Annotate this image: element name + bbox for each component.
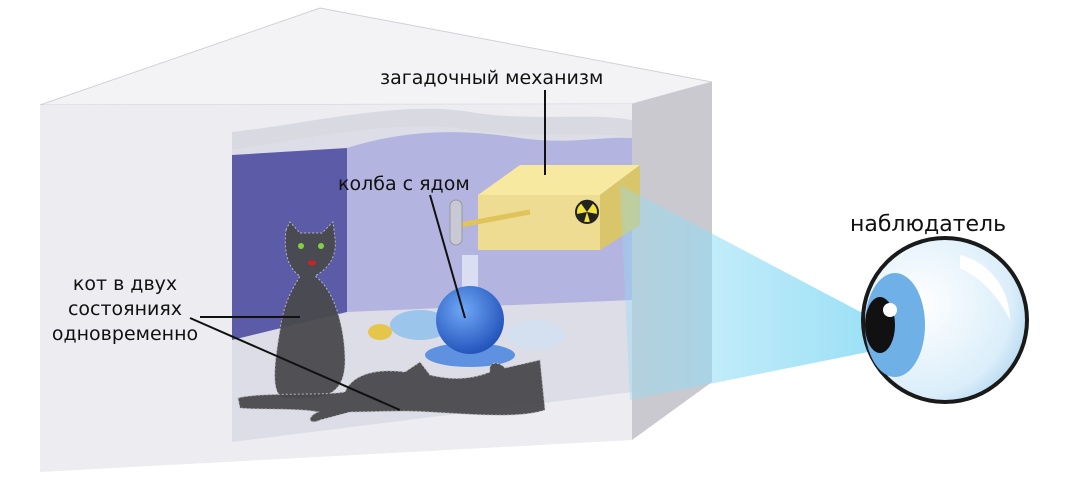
cat-label-line-1: кот в двух	[72, 273, 178, 295]
leader-lines	[189, 90, 546, 411]
observation-beam	[620, 185, 878, 400]
mechanism-label: загадочный механизм	[380, 67, 604, 89]
poison-flask	[390, 255, 565, 367]
cat-label: кот в двух состояниях одновременно	[40, 272, 210, 347]
flask-label: колба с ядом	[338, 173, 470, 195]
cat-label-line-2: состояниях	[67, 298, 183, 320]
cat-alive	[274, 220, 346, 399]
pill	[368, 324, 392, 340]
cat-dead	[237, 359, 546, 423]
observer-eye	[861, 236, 1029, 404]
cat-label-line-3: одновременно	[51, 323, 199, 345]
mysterious-mechanism	[449, 165, 640, 250]
observer-label: наблюдатель	[850, 212, 1007, 237]
